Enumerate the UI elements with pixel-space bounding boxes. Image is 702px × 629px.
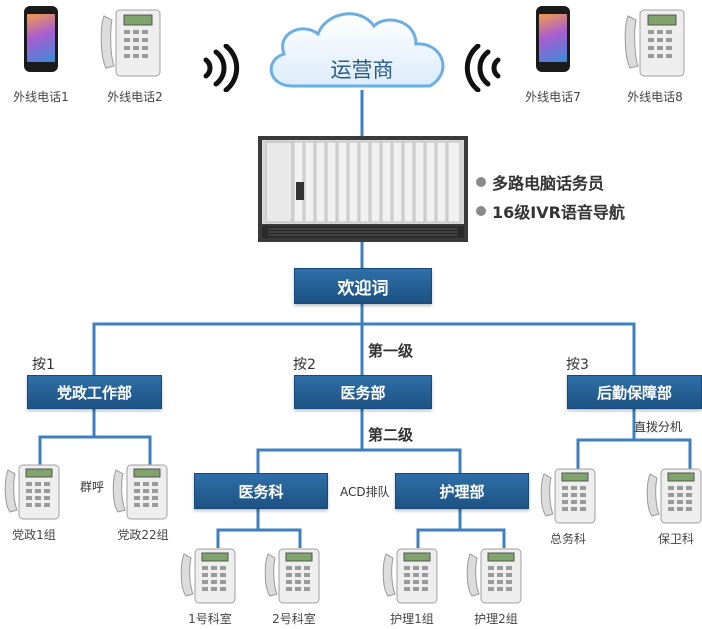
carrier-cloud-icon: [269, 12, 445, 88]
desk-phone-icon: [382, 548, 438, 604]
outside-phone-label: 外线电话7: [525, 90, 581, 104]
feature-text: 16级IVR语音导航: [492, 203, 625, 222]
key-label: 按2: [293, 357, 316, 373]
outside-phone-label: 外线电话8: [627, 90, 683, 104]
dept-box-logistics: 后勤保障部: [567, 375, 702, 409]
carrier-label: 运营商: [330, 58, 394, 82]
dept-box-medical: 医务部: [294, 375, 432, 409]
extension-label: 保卫科: [657, 532, 694, 546]
desk-phone-icon: [112, 464, 168, 520]
outside-phone-label: 外线电话2: [107, 90, 163, 104]
dept-box-party: 党政工作部: [27, 375, 162, 409]
wireless-signal-left-icon: [203, 44, 240, 92]
desk-phone-icon: [180, 548, 236, 604]
dept-box-nursing: 护理部: [395, 473, 529, 509]
desk-phone-icon: [646, 468, 702, 524]
feature-bullet-icon: [476, 206, 486, 216]
feature-text: 多路电脑话务员: [492, 174, 605, 193]
extension-label: 护理2组: [474, 612, 518, 626]
mobile-phone-icon: [24, 6, 58, 72]
key-label: 按3: [566, 357, 589, 373]
route-note: 直拨分机: [634, 420, 683, 434]
dept-box-medical-affairs: 医务科: [194, 473, 328, 509]
desk-phone-icon: [466, 548, 522, 604]
pbx-server-icon: [258, 136, 468, 242]
extension-label: 2号科室: [272, 612, 316, 626]
desk-phone-icon: [264, 548, 320, 604]
key-label: 按1: [32, 357, 55, 373]
feature-bullet-icon: [476, 177, 486, 187]
route-note: 群呼: [80, 480, 105, 494]
extension-label: 1号科室: [188, 612, 232, 626]
desk-phone-icon: [624, 9, 685, 77]
outside-phone-label: 外线电话1: [13, 90, 69, 104]
desk-phone-icon: [540, 468, 596, 524]
desk-phone-icon: [4, 464, 60, 520]
extension-label: 护理1组: [390, 612, 434, 626]
level-one-label: 第一级: [368, 342, 414, 360]
extension-label: 党政22组: [117, 528, 169, 542]
extension-label: 总务科: [549, 532, 586, 546]
wireless-signal-right-icon: [464, 44, 501, 92]
welcome-box: 欢迎词: [294, 268, 432, 304]
mobile-phone-icon: [536, 6, 570, 72]
extension-label: 党政1组: [12, 528, 56, 542]
level-two-label: 第二级: [368, 426, 414, 444]
desk-phone-icon: [100, 9, 161, 77]
route-note: ACD排队: [340, 485, 390, 499]
